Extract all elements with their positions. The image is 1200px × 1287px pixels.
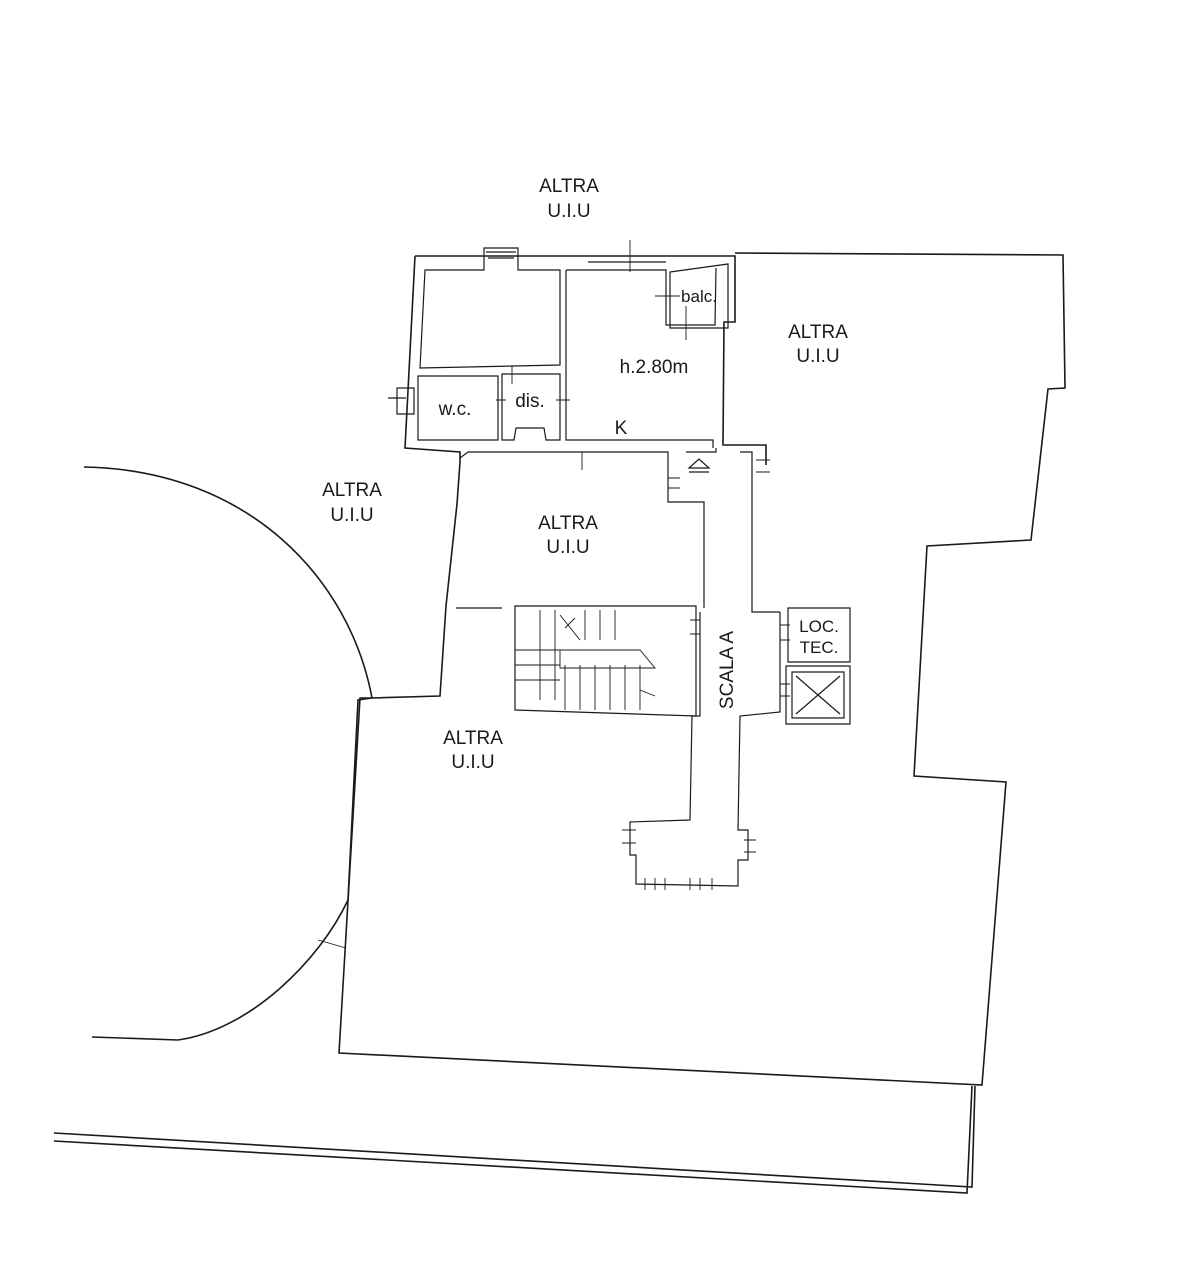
stair-treads bbox=[515, 610, 656, 710]
label-uiu-right: U.I.U bbox=[796, 346, 839, 367]
label-balcony: balc. bbox=[681, 287, 717, 306]
apartment-outline bbox=[415, 255, 767, 465]
label-altra-right: ALTRA bbox=[788, 322, 848, 343]
label-uiu-left: U.I.U bbox=[330, 505, 373, 526]
building-outline bbox=[338, 252, 1066, 1086]
label-altra-top: ALTRA bbox=[539, 176, 599, 197]
label-wc: w.c. bbox=[438, 399, 472, 420]
label-uiu-center: U.I.U bbox=[546, 537, 589, 558]
label-altra-left: ALTRA bbox=[322, 480, 382, 501]
corridor-walls bbox=[459, 448, 780, 613]
kitchen-walls bbox=[565, 267, 717, 448]
boundary-strip bbox=[53, 1085, 976, 1194]
corridor-ticks bbox=[622, 829, 756, 890]
label-height: h.2.80m bbox=[620, 357, 689, 378]
label-altra-center: ALTRA bbox=[538, 513, 598, 534]
apartment-left-wall bbox=[404, 255, 461, 462]
long-corridor bbox=[629, 612, 781, 887]
label-altra-bottom: ALTRA bbox=[443, 728, 503, 749]
dis-walls bbox=[501, 373, 561, 441]
courtyard-curve bbox=[83, 466, 373, 1041]
wc-walls bbox=[417, 375, 499, 441]
label-loc: LOC. bbox=[799, 617, 839, 636]
stair-symbol bbox=[687, 458, 711, 473]
door-ticks bbox=[496, 240, 790, 697]
label-uiu-top: U.I.U bbox=[547, 201, 590, 222]
courtyard-chord bbox=[317, 939, 347, 949]
label-scala-a: SCALA A bbox=[717, 631, 738, 709]
loc-tec-box bbox=[787, 607, 851, 663]
label-kitchen: K bbox=[615, 418, 628, 439]
balcony-box bbox=[669, 263, 729, 329]
apartment-inner-wall bbox=[419, 247, 561, 369]
label-uiu-bottom: U.I.U bbox=[451, 752, 494, 773]
label-tec: TEC. bbox=[800, 638, 839, 657]
window-top bbox=[486, 251, 666, 263]
window-left bbox=[388, 387, 415, 415]
stairwell-outline bbox=[514, 605, 697, 717]
lift-box bbox=[785, 665, 851, 725]
label-dis: dis. bbox=[515, 391, 545, 412]
